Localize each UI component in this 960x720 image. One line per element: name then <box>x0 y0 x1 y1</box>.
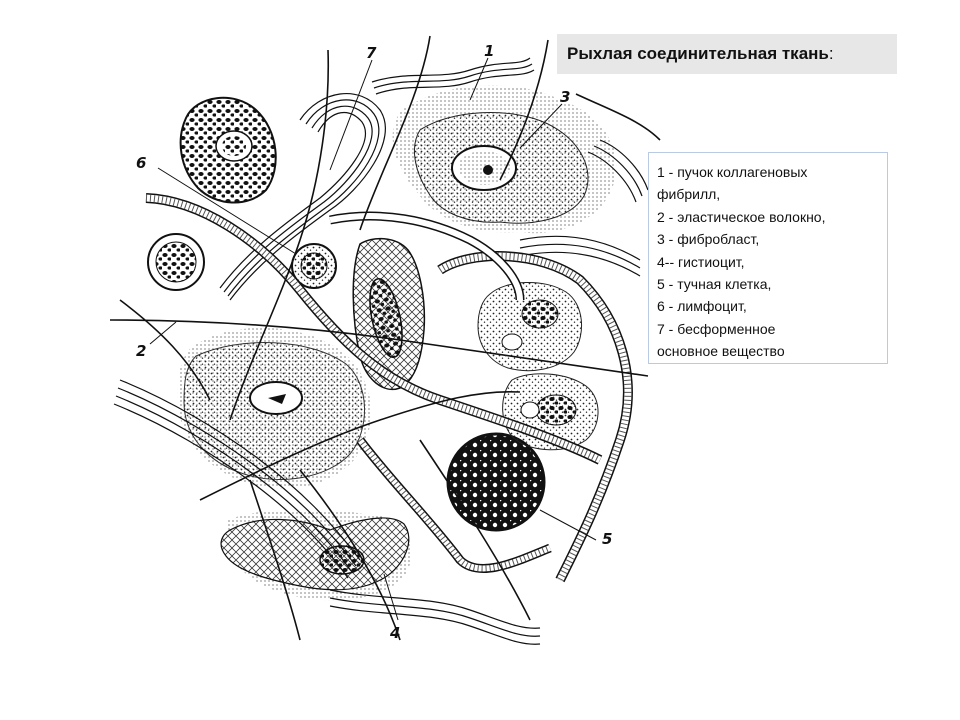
legend-line: 7 - бесформенное <box>657 320 776 337</box>
thin-fibrils <box>109 35 661 641</box>
fibroblast-cell <box>414 112 589 224</box>
legend-line: фибрилл, <box>657 186 721 203</box>
lymphocyte-cell <box>291 243 337 289</box>
label-number-5: 5 <box>602 530 612 548</box>
histiocyte-cell <box>183 342 366 480</box>
legend-line: 3 - фибробласт, <box>657 231 760 248</box>
legend-line: 5 - тучная клетка, <box>657 276 772 293</box>
legend-line: 4-- гистиоцит, <box>657 253 745 270</box>
legend-line: основное вещество <box>657 343 785 360</box>
slide-title: Рыхлая соединительная ткань: <box>557 34 897 74</box>
label-number-2: 2 <box>136 342 146 360</box>
round-cell <box>147 233 205 291</box>
plasma-cell <box>179 96 277 204</box>
legend-line: 1 - пучок коллагеновых <box>657 164 808 180</box>
elongated-cell <box>352 237 426 391</box>
label-number-6: 6 <box>136 154 146 172</box>
slide-title-text: Рыхлая соединительная ткань <box>567 44 829 63</box>
label-number-7: 7 <box>366 44 377 62</box>
collagen-bundles <box>113 57 649 645</box>
legend-line: 2 - эластическое волокно, <box>657 208 826 225</box>
legend-box: 1 - пучок коллагеновых фибрилл, 2 - элас… <box>648 152 888 364</box>
elastic-fibres <box>145 193 633 583</box>
mast-cell <box>446 432 546 532</box>
histiocyte-bottom <box>220 517 410 591</box>
label-number-1: 1 <box>484 42 494 60</box>
slide-title-colon: : <box>828 44 834 63</box>
label-number-4: 4 <box>389 624 400 642</box>
leader-lines <box>149 57 597 621</box>
label-number-3: 3 <box>560 88 570 106</box>
legend-line: 6 - лимфоцит, <box>657 298 747 315</box>
